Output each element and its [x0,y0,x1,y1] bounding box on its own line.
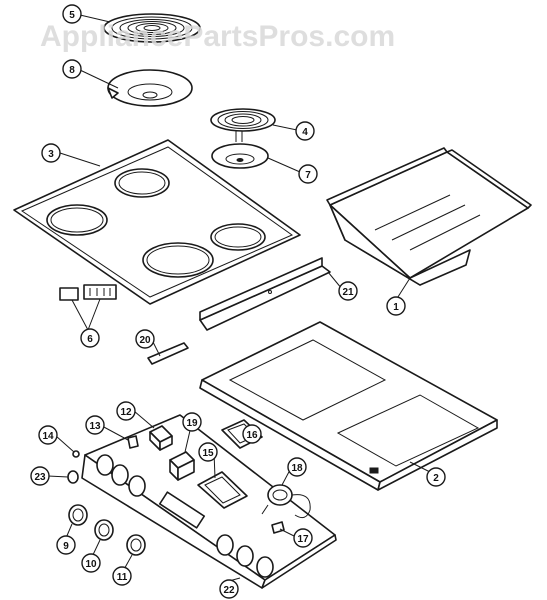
svg-text:15: 15 [202,448,214,459]
callout-9: 9 [56,535,76,555]
callout-5: 5 [62,4,82,24]
svg-text:18: 18 [291,463,303,474]
svg-text:21: 21 [342,287,354,298]
part-infinite-switch[interactable] [261,484,311,519]
svg-text:11: 11 [117,572,128,583]
svg-text:16: 16 [246,430,258,441]
svg-text:23: 23 [34,472,46,483]
part-surface-element-small[interactable] [210,108,276,142]
callout-17: 17 [293,528,313,548]
callout-13: 13 [85,415,105,435]
part-knob-10[interactable] [94,519,114,541]
callout-16: 16 [242,424,262,444]
svg-text:9: 9 [63,541,69,552]
callout-23: 23 [30,466,50,486]
callout-7: 7 [298,164,318,184]
part-drip-bowl-large[interactable] [107,69,193,107]
part-knob-stem[interactable] [271,521,285,534]
part-knob-11[interactable] [126,534,146,556]
callout-22: 22 [219,579,239,599]
part-switch[interactable] [149,425,173,451]
svg-text:10: 10 [85,559,97,570]
svg-text:5: 5 [69,10,75,21]
svg-text:3: 3 [48,149,54,160]
svg-text:2: 2 [433,473,439,484]
part-small-bracket[interactable] [147,342,189,365]
callout-19: 19 [182,412,202,432]
callout-18: 18 [287,457,307,477]
part-drip-bowl-small[interactable] [211,143,269,169]
callout-21: 21 [338,281,358,301]
callout-15: 15 [198,442,218,462]
part-bracket-rail[interactable] [199,257,331,331]
svg-text:12: 12 [120,407,132,418]
callout-12: 12 [116,401,136,421]
part-clip[interactable] [127,435,139,449]
callout-20: 20 [135,329,155,349]
part-knob-9[interactable] [68,504,88,526]
svg-text:4: 4 [302,127,308,138]
svg-text:14: 14 [42,431,54,442]
callout-8: 8 [62,59,82,79]
callout-10: 10 [81,553,101,573]
svg-text:6: 6 [87,334,93,345]
svg-text:8: 8 [69,65,75,76]
callout-11: 11 [112,566,132,586]
svg-text:20: 20 [139,335,151,346]
svg-text:13: 13 [89,421,101,432]
part-knob-23[interactable] [67,470,79,484]
callout-14: 14 [38,425,58,445]
watermark: AppliancePartsPros.com [40,20,395,53]
svg-text:22: 22 [223,585,235,596]
callout-4: 4 [295,121,315,141]
part-base-panel[interactable] [199,321,498,491]
svg-text:19: 19 [186,418,198,429]
part-relay[interactable] [169,451,195,481]
callout-3: 3 [41,143,61,163]
part-surface-element-large[interactable] [103,13,201,43]
callout-2: 2 [426,467,446,487]
part-terminal-block[interactable] [59,284,117,301]
svg-text:7: 7 [305,170,311,181]
callout-6: 6 [80,328,100,348]
callout-1: 1 [386,296,406,316]
part-clock[interactable] [197,471,248,509]
part-tray[interactable] [326,147,532,286]
part-control-panel[interactable] [81,414,337,589]
part-cooktop[interactable] [13,139,301,305]
svg-text:17: 17 [297,534,309,545]
part-small-knob[interactable] [72,450,80,458]
svg-text:1: 1 [393,302,399,313]
